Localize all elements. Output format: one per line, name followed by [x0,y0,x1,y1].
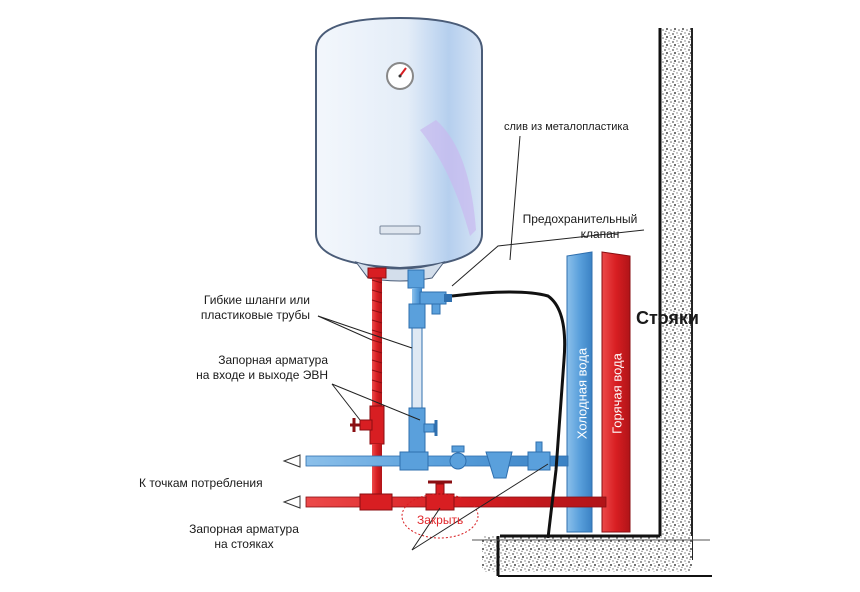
cold-inlet-pipe [407,269,426,462]
water-heater-tank [315,16,483,282]
risers-label: Стояки [636,308,699,328]
hoses-label-line1: Гибкие шланги или [203,293,310,307]
consumers-label: К точкам потребления [139,476,263,490]
callout-lines [317,135,645,551]
safety-valve-label-line1: Предохранительный [522,212,638,226]
hot-water-riser [601,251,631,533]
wall [472,28,712,577]
hot-outlet-valve [350,418,373,432]
hot-water-line [305,493,607,511]
thermometer-gauge-icon [386,62,414,90]
cold-consumer-arrow-icon [282,454,301,468]
hot-consumer-arrow-icon [282,495,301,509]
cold-inlet-valve [423,420,438,436]
close-label: Закрыть [417,513,464,527]
riser-valves-label-line2: на стояках [214,537,274,551]
riser-valves-label-line1: Запорная арматура [189,522,299,536]
hot-outlet-hose [367,267,387,502]
hoses-label-line2: пластиковые трубы [200,308,310,322]
inlet-outlet-valves-label-line2: на входе и выходе ЭВН [196,368,328,382]
cold-water-riser [566,251,593,533]
drain-label: слив из металопластика [504,121,629,133]
safety-valve [419,291,452,315]
inlet-outlet-valves-label-line1: Запорная арматура [218,353,328,367]
drain-line [451,290,567,539]
cold-water-line [305,441,569,479]
safety-valve-label-line2: клапан [580,227,620,241]
cold-water-label: Холодная вода [574,347,590,440]
hot-riser-valve [401,480,479,539]
hot-water-label: Горячая вода [609,353,625,434]
